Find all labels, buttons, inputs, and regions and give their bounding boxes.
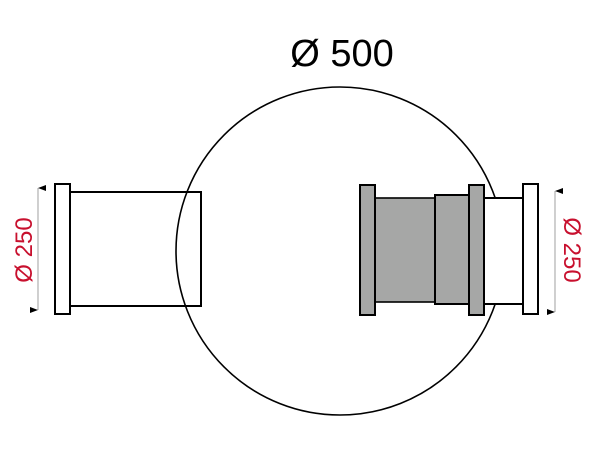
right-white-flange: [522, 183, 539, 315]
left-pipe-body: [69, 191, 202, 307]
gray-flange-left: [359, 184, 376, 316]
gray-body: [374, 197, 436, 303]
right-white-tube: [483, 197, 524, 305]
gray-sleeve: [434, 194, 470, 305]
right-diameter-label: Ø 250: [558, 217, 585, 282]
main-diameter-label: Ø 500: [290, 33, 394, 75]
gray-flange-right: [468, 184, 485, 316]
left-flange: [54, 183, 71, 315]
left-diameter-label: Ø 250: [11, 217, 38, 282]
